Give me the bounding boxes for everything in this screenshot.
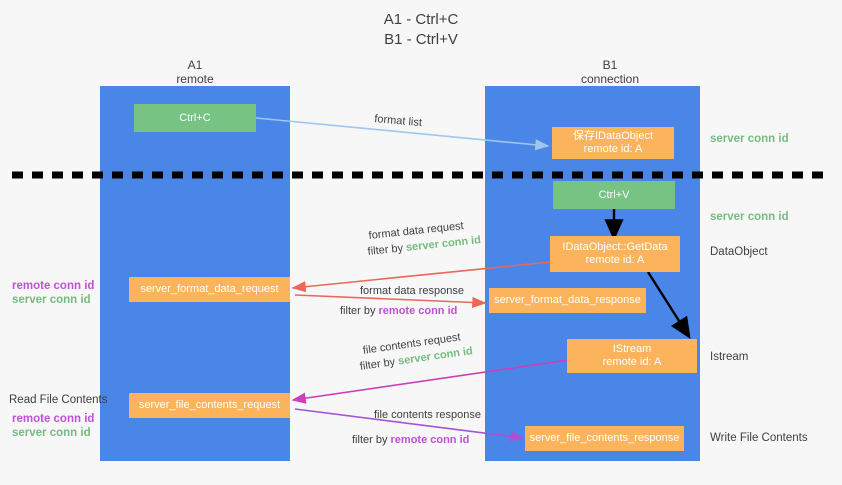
box-server-file-contents-response-label: server_file_contents_response (529, 432, 680, 444)
filter-prefix-2: filter by (340, 305, 379, 317)
label-write-file-contents: Write File Contents (710, 432, 808, 444)
box-server-format-data-response[interactable]: server_format_data_response (489, 288, 646, 313)
lane-a1-name: A1 (187, 58, 203, 72)
box-server-format-data-request-label: server_format_data_request (140, 283, 279, 295)
diagram-title: A1 - Ctrl+C B1 - Ctrl+V (0, 10, 842, 50)
box-save-idataobject-line2: remote id: A (583, 143, 643, 155)
label-read-file-contents: Read File Contents (9, 394, 108, 406)
label-server-conn-id-top: server conn id (710, 133, 789, 145)
filter-value-remote-conn-id-2: remote conn id (390, 434, 470, 446)
title-line-1: A1 - Ctrl+C (383, 11, 459, 28)
filter-prefix-3: filter by (359, 355, 399, 373)
label-server-conn-id-mid: server conn id (710, 211, 789, 223)
box-save-idataobject-line1: 保存IDataObject (572, 130, 654, 142)
box-ctrl-c-label: Ctrl+C (179, 111, 211, 124)
filter-prefix-1: filter by (367, 241, 407, 258)
lane-a1-sub: remote (176, 72, 214, 86)
lane-b1-name: B1 (602, 58, 618, 72)
box-ctrl-c[interactable]: Ctrl+C (134, 104, 256, 132)
arrow-label-file-contents-response: file contents response (374, 408, 481, 423)
label-server-conn-id-2: server conn id (12, 427, 91, 439)
box-server-file-contents-request-label: server_file_contents_request (138, 399, 281, 411)
label-server-conn-id-1: server conn id (12, 294, 91, 306)
filter-prefix-4: filter by (352, 434, 391, 446)
arrow-label-format-data-response-filter: filter by remote conn id (340, 304, 457, 319)
box-server-format-data-response-label: server_format_data_response (494, 294, 641, 306)
box-server-format-data-request[interactable]: server_format_data_request (129, 277, 290, 302)
label-dataobject: DataObject (710, 246, 768, 258)
box-istream-line1: IStream (612, 343, 652, 355)
box-server-file-contents-response[interactable]: server_file_contents_response (525, 426, 684, 451)
filter-value-remote-conn-id-1: remote conn id (378, 305, 458, 317)
arrow-label-file-contents-response-text: file contents response (374, 409, 482, 421)
box-save-idataobject[interactable]: 保存IDataObject remote id: A (552, 127, 674, 159)
box-getdata-line2: remote id: A (585, 254, 645, 266)
lane-header-b1: B1 connection (535, 58, 685, 86)
label-remote-conn-id-1: remote conn id (12, 280, 95, 292)
box-idataobject-getdata[interactable]: IDataObject::GetData remote id: A (550, 236, 680, 272)
box-ctrl-v[interactable]: Ctrl+V (553, 181, 675, 209)
label-remote-conn-id-2: remote conn id (12, 413, 95, 425)
arrow-label-format-data-response-text: format data response (360, 285, 464, 297)
title-line-2: B1 - Ctrl+V (384, 31, 458, 48)
box-istream[interactable]: IStream remote id: A (567, 339, 697, 373)
box-ctrl-v-label: Ctrl+V (598, 188, 630, 201)
box-getdata-line1: IDataObject::GetData (562, 241, 668, 253)
box-server-file-contents-request[interactable]: server_file_contents_request (129, 393, 290, 418)
lane-header-a1: A1 remote (120, 58, 270, 86)
arrow-label-format-list: format list (373, 112, 423, 130)
label-istream: Istream (710, 351, 749, 363)
box-istream-line2: remote id: A (602, 356, 662, 368)
arrow-label-file-contents-response-filter: filter by remote conn id (352, 433, 469, 448)
arrow-label-format-data-response: format data response (360, 284, 464, 299)
lane-b1-sub: connection (580, 72, 640, 86)
